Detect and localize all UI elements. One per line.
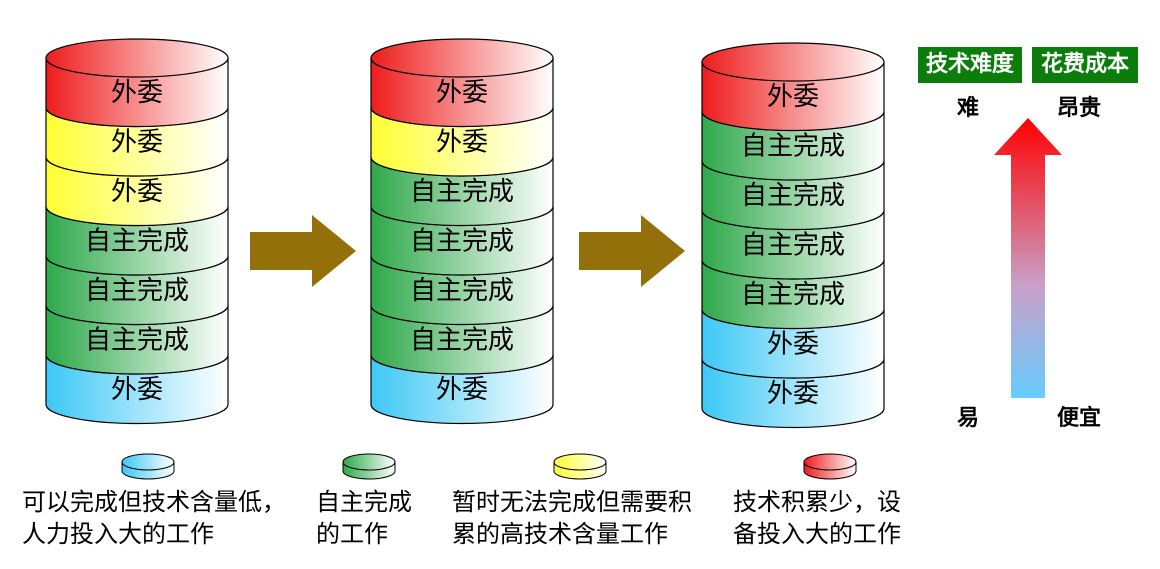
stack-3-segment-6-label: 外委 (767, 329, 819, 359)
legend-text-red-line2: 备投入大的工作 (733, 520, 901, 548)
stack-1-segment-3-label: 外委 (111, 177, 163, 207)
stack-3-segment-4-label: 自主完成 (741, 230, 845, 260)
cost-low-label: 便宜 (1057, 406, 1102, 431)
stack-1-segment-1: 外委 (45, 38, 229, 128)
stack-2-segment-5-label: 自主完成 (410, 276, 514, 306)
difficulty-header: 技术难度 (918, 47, 1022, 83)
legend-layer (121, 453, 857, 480)
stack-1-segment-2-label: 外委 (111, 127, 163, 157)
stack-1-segment-4-label: 自主完成 (85, 226, 189, 256)
stack-1-segment-5-label: 自主完成 (85, 276, 189, 306)
stack-1-segment-7: 外委 (45, 354, 229, 425)
legend-text-green-line1: 自主完成 (316, 488, 412, 516)
stack-1-segment-2: 外委 (45, 106, 229, 177)
stack-2-segment-4: 自主完成 (370, 205, 554, 276)
stack-3-segment-2: 自主完成 (701, 110, 885, 181)
legend-disc-blue (121, 453, 175, 480)
stack-3-segment-5-label: 自主完成 (741, 280, 845, 310)
legend-text-red-line1: 技术积累少，设 (733, 488, 901, 516)
arrows-layer (250, 215, 685, 287)
stack-2-segment-1: 外委 (370, 38, 554, 128)
cost-header: 花费成本 (1032, 47, 1138, 83)
stack-1-segment-1-label: 外委 (111, 78, 163, 108)
difficulty-low-label: 易 (957, 406, 980, 431)
legend-disc-green (342, 453, 396, 480)
legend-disc-yellow (553, 453, 607, 480)
stack-3-segment-7-label: 外委 (767, 379, 819, 409)
stacks-layer: 外委自主完成自主完成自主完成外委外委外委外委自主完成自主完成自主完成自主完成外委… (45, 38, 885, 429)
stack-3-segment-6: 外委 (701, 308, 885, 379)
legend-disc-red (803, 453, 857, 480)
transition-arrow-2 (579, 215, 685, 287)
legend-text-yellow-line2: 累的高技术含量工作 (452, 520, 668, 548)
stack-2-segment-3-label: 自主完成 (410, 177, 514, 207)
stack-2-segment-7-label: 外委 (436, 375, 488, 405)
stack-2-segment-7: 外委 (370, 354, 554, 425)
legend-text-yellow-line1: 暂时无法完成但需要积 (452, 488, 692, 516)
stack-3-segment-3-label: 自主完成 (741, 181, 845, 211)
stack-3-segment-5: 自主完成 (701, 259, 885, 330)
transition-arrow-1 (250, 215, 356, 287)
stack-3-segment-1: 外委 (701, 42, 885, 132)
stack-1-segment-7-label: 外委 (111, 375, 163, 405)
stack-2-segment-6-label: 自主完成 (410, 325, 514, 355)
legend-text-blue-line2: 人力投入大的工作 (22, 520, 214, 548)
stack-3-segment-1-label: 外委 (767, 82, 819, 112)
stack-1-segment-6-label: 自主完成 (85, 325, 189, 355)
stack-2-segment-2-label: 外委 (436, 127, 488, 157)
difficulty-high-label: 难 (957, 96, 980, 121)
cost-high-label: 昂贵 (1057, 96, 1102, 121)
stack-2-segment-4-label: 自主完成 (410, 226, 514, 256)
scale-arrow (994, 118, 1062, 398)
legend-text-blue-line1: 可以完成但技术含量低， (22, 488, 286, 516)
stack-3-segment-2-label: 自主完成 (741, 131, 845, 161)
legend-text-green-line2: 的工作 (316, 520, 388, 548)
stack-2-segment-1-label: 外委 (436, 78, 488, 108)
stack-2-segment-5: 自主完成 (370, 255, 554, 326)
